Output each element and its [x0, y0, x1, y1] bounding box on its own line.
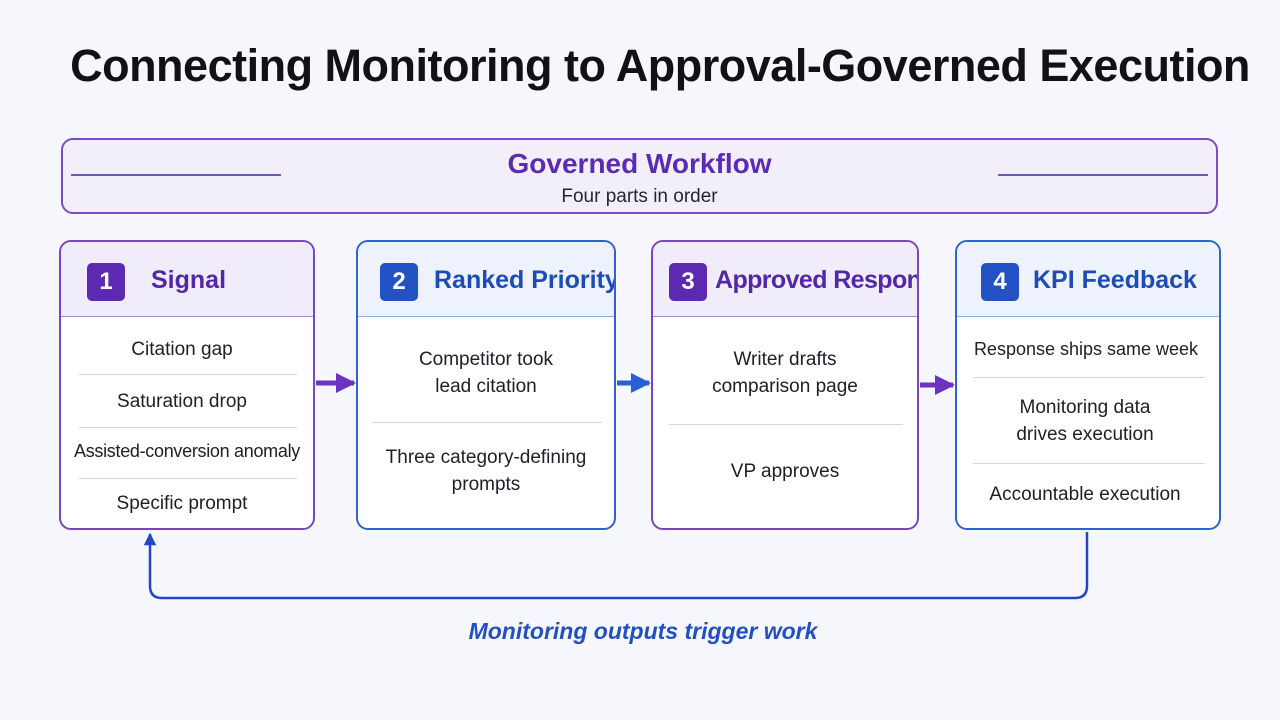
item-divider	[669, 424, 903, 425]
step-item: Saturation drop	[117, 391, 247, 412]
step-title: KPI Feedback	[1033, 266, 1197, 294]
item-divider	[372, 422, 602, 423]
step-item: Accountable execution	[989, 484, 1181, 505]
step-card-approved-response: 3 Approved Response Writer drafts compar…	[651, 240, 919, 530]
workflow-banner: Governed Workflow Four parts in order	[61, 138, 1218, 214]
step-item: Three category-defining prompts	[385, 447, 587, 495]
feedback-loop-arrow	[143, 532, 1089, 600]
step-header: 2 Ranked Priority	[358, 242, 614, 317]
step-title: Ranked Priority	[434, 266, 616, 294]
step-number-badge: 3	[669, 263, 707, 301]
banner-title: Governed Workflow	[507, 148, 772, 179]
step-card-signal: 1 Signal Citation gap Saturation drop As…	[59, 240, 315, 530]
step-header: 3 Approved Response	[653, 242, 917, 317]
step-card-ranked-priority: 2 Ranked Priority Competitor took lead c…	[356, 240, 616, 530]
item-divider	[973, 463, 1205, 464]
page-title: Connecting Monitoring to Approval-Govern…	[70, 40, 1250, 91]
banner-subtitle: Four parts in order	[561, 186, 718, 207]
step-number-badge: 1	[87, 263, 125, 301]
step-title: Approved Response	[715, 266, 919, 294]
step-item: Assisted-conversion anomaly	[73, 441, 300, 461]
step-number-badge: 4	[981, 263, 1019, 301]
banner-rule-right	[998, 174, 1208, 176]
step-item: Competitor took lead citation	[418, 349, 554, 397]
step-card-kpi-feedback: 4 KPI Feedback Response ships same week …	[955, 240, 1221, 530]
feedback-caption: Monitoring outputs trigger work	[468, 618, 818, 644]
step-item: VP approves	[730, 461, 840, 482]
step-header: 1 Signal	[61, 242, 313, 317]
item-divider	[79, 374, 297, 375]
step-item: Citation gap	[131, 339, 233, 360]
item-divider	[79, 427, 297, 428]
step-header: 4 KPI Feedback	[957, 242, 1219, 317]
banner-rule-left	[71, 174, 281, 176]
step-item: Specific prompt	[116, 493, 248, 514]
step-title: Signal	[151, 266, 227, 294]
step-item: Response ships same week	[973, 339, 1199, 359]
step-number-badge: 2	[380, 263, 418, 301]
item-divider	[79, 478, 297, 479]
item-divider	[973, 377, 1205, 378]
step-item: Monitoring data drives execution	[1016, 397, 1154, 445]
step-item: Writer drafts comparison page	[712, 349, 858, 397]
